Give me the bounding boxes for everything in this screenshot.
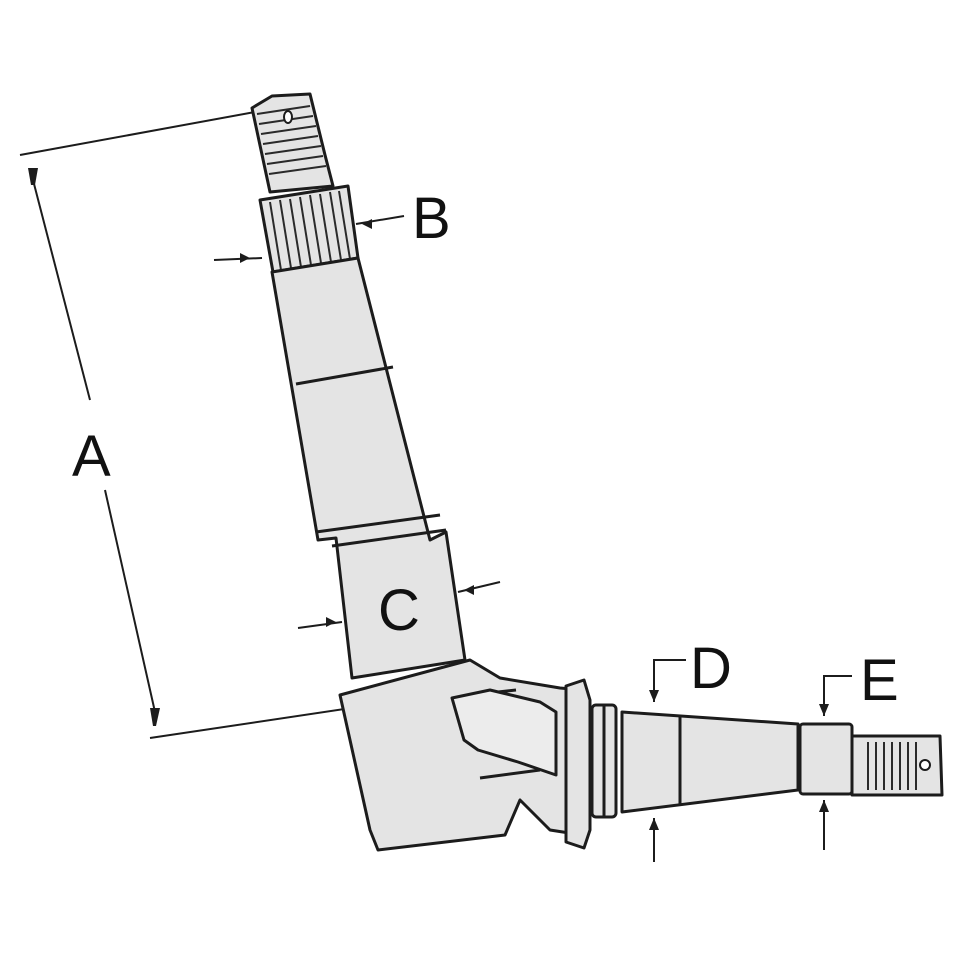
kingpin-shaft — [250, 92, 467, 680]
dimension-e — [819, 675, 852, 850]
spindle-threaded-tip — [850, 734, 944, 797]
spindle-thread-grooves — [867, 742, 917, 790]
dimension-d — [649, 659, 686, 862]
knuckle-web — [450, 688, 558, 777]
label-b: B — [412, 186, 451, 251]
label-a: A — [72, 424, 111, 489]
spindle-flange — [564, 678, 592, 850]
spindle-taper — [620, 710, 800, 814]
dimension-c — [297, 581, 501, 629]
spindle-bearing-seat — [798, 722, 854, 796]
label-d: D — [690, 636, 732, 701]
dimension-b — [213, 215, 405, 263]
knuckle-body — [338, 658, 584, 852]
spline-collar-ridges — [269, 190, 351, 271]
spindle-horizontal — [564, 678, 944, 850]
label-c: C — [378, 578, 420, 643]
shaft-body — [270, 256, 467, 680]
label-e: E — [860, 648, 899, 713]
